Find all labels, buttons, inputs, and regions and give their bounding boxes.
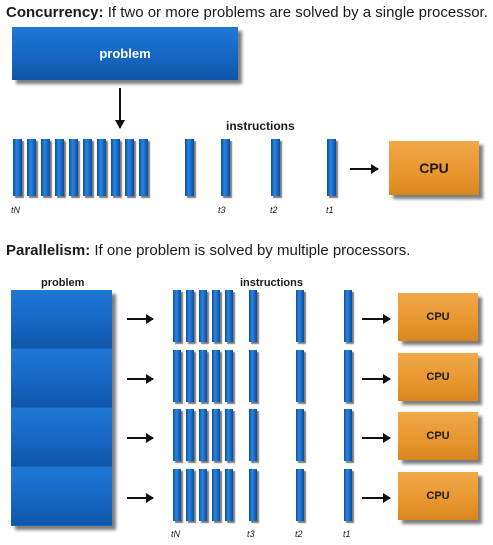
parallelism-instructions-label: instructions: [240, 277, 303, 289]
concurrency-instruction-bar: [97, 139, 106, 196]
down-arrow-icon: [115, 88, 125, 129]
parallelism-instruction-bar: [296, 409, 304, 461]
parallelism-cpu: CPU: [398, 353, 478, 401]
parallelism-instruction-bar: [199, 350, 207, 402]
instructions-to-cpu-arrow-icon: [362, 433, 391, 443]
parallelism-cpu-label: CPU: [426, 371, 450, 383]
parallelism-instruction-bar: [296, 290, 304, 342]
problem-part-4: [11, 467, 112, 525]
parallelism-cpu-label: CPU: [426, 311, 450, 323]
instructions-to-cpu-arrow-icon: [362, 493, 391, 503]
instructions-to-cpu-arrow-icon: [362, 374, 391, 384]
parallelism-instruction-bar: [296, 350, 304, 402]
concurrency-tick-t3: t3: [218, 205, 226, 215]
parallelism-instruction-bar: [344, 409, 352, 461]
parallelism-cpu-label: CPU: [426, 430, 450, 442]
concurrency-tick-t2: t2: [270, 205, 278, 215]
parallelism-tick-t3: t3: [247, 529, 255, 539]
concurrency-instruction-bar: [55, 139, 64, 196]
parallelism-cpu: CPU: [398, 293, 478, 341]
concurrency-cpu: CPU: [389, 141, 479, 195]
parallelism-instruction-bar: [225, 350, 233, 402]
parallelism-instruction-bar: [249, 290, 257, 342]
parallelism-cpu: CPU: [398, 472, 478, 520]
parallelism-tick-t1: t1: [343, 529, 351, 539]
problem-part-2: [11, 349, 112, 407]
concurrency-instructions-label: instructions: [226, 119, 295, 133]
parallelism-instruction-bar: [186, 409, 194, 461]
concurrency-problem-label: problem: [99, 46, 151, 61]
parallelism-title: Parallelism:: [6, 242, 91, 259]
parallelism-instruction-bar: [186, 469, 194, 521]
concurrency-cpu-label: CPU: [419, 160, 449, 176]
problem-to-instructions-arrow-icon: [127, 314, 154, 324]
concurrency-description: If two or more problems are solved by a …: [103, 4, 488, 21]
problem-to-instructions-arrow-icon: [127, 493, 154, 503]
parallelism-instruction-bar: [225, 469, 233, 521]
concurrency-title: Concurrency:: [6, 4, 104, 21]
parallelism-instruction-bar: [173, 350, 181, 402]
parallelism-instruction-bar: [173, 469, 181, 521]
parallelism-tick-t2: t2: [295, 529, 303, 539]
concurrency-instruction-bar: [271, 139, 280, 196]
parallelism-description: If one problem is solved by multiple pro…: [90, 242, 411, 259]
parallelism-instruction-bar: [173, 290, 181, 342]
concurrency-problem-block: problem: [12, 27, 238, 80]
concurrency-instruction-bar: [83, 139, 92, 196]
instructions-to-cpu-arrow-icon: [362, 314, 391, 324]
problem-to-instructions-arrow-icon: [127, 374, 154, 384]
parallelism-instruction-bar: [249, 409, 257, 461]
concurrency-tick-t1: t1: [326, 205, 334, 215]
parallelism-instruction-bar: [249, 350, 257, 402]
concurrency-arrow-to-cpu-icon: [350, 164, 379, 174]
concurrency-instruction-bar: [13, 139, 22, 196]
parallelism-instruction-bar: [199, 290, 207, 342]
parallelism-instruction-bar: [186, 290, 194, 342]
parallelism-instruction-bar: [225, 409, 233, 461]
concurrency-instruction-bar: [125, 139, 134, 196]
concurrency-instruction-bar: [185, 139, 194, 196]
parallelism-instruction-bar: [186, 350, 194, 402]
concurrency-instruction-bar: [69, 139, 78, 196]
parallelism-instruction-bar: [212, 469, 220, 521]
problem-part-3: [11, 408, 112, 466]
concurrency-instruction-bar: [139, 139, 148, 196]
parallelism-heading: Parallelism: If one problem is solved by…: [6, 242, 410, 259]
parallelism-instruction-bar: [225, 290, 233, 342]
concurrency-tick-tn: tN: [11, 205, 20, 215]
parallelism-instruction-bar: [212, 290, 220, 342]
parallelism-instruction-bar: [296, 469, 304, 521]
problem-to-instructions-arrow-icon: [127, 433, 154, 443]
parallelism-instruction-bar: [212, 409, 220, 461]
concurrency-heading: Concurrency: If two or more problems are…: [6, 4, 488, 21]
parallelism-cpu: CPU: [398, 412, 478, 460]
parallelism-instruction-bar: [212, 350, 220, 402]
concurrency-instruction-bar: [41, 139, 50, 196]
parallelism-instruction-bar: [173, 409, 181, 461]
parallelism-instruction-bar: [249, 469, 257, 521]
parallelism-tick-tn: tN: [171, 529, 180, 539]
concurrency-instruction-bar: [111, 139, 120, 196]
parallelism-cpu-label: CPU: [426, 490, 450, 502]
concurrency-instruction-bar: [221, 139, 230, 196]
parallelism-problem-block: [11, 290, 112, 526]
parallelism-instruction-bar: [344, 350, 352, 402]
concurrency-instruction-bar: [27, 139, 36, 196]
parallelism-instruction-bar: [344, 469, 352, 521]
problem-part-1: [11, 290, 112, 348]
parallelism-instruction-bar: [199, 409, 207, 461]
parallelism-problem-label: problem: [41, 277, 85, 289]
concurrency-instruction-bar: [327, 139, 336, 196]
parallelism-instruction-bar: [344, 290, 352, 342]
parallelism-instruction-bar: [199, 469, 207, 521]
